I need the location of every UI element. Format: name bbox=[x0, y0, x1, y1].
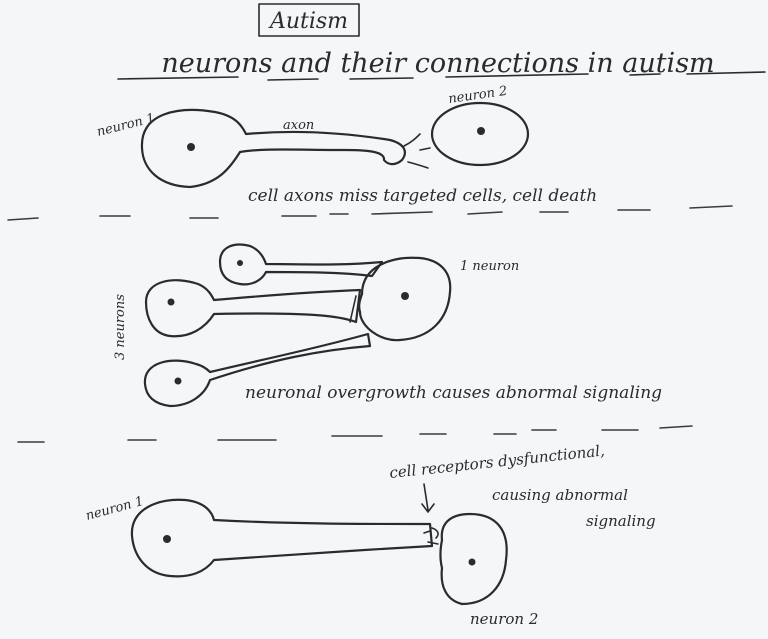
nucleus bbox=[468, 558, 476, 566]
page-title: neurons and their connections in autism bbox=[161, 48, 714, 79]
tag-box bbox=[258, 3, 360, 37]
nucleus bbox=[174, 377, 182, 385]
panel3-caption-line2: causing abnormal bbox=[492, 486, 628, 504]
panel3-neuron2-label: neuron 2 bbox=[470, 610, 538, 628]
title-underlines bbox=[117, 71, 766, 81]
tag-text: Autism bbox=[268, 9, 348, 34]
panel2-neuron-middle bbox=[144, 279, 362, 338]
nucleus bbox=[187, 143, 195, 151]
panel1-axon-label: axon bbox=[283, 118, 314, 133]
divider-1 bbox=[7, 205, 733, 221]
panel2-neuron-bottom bbox=[143, 332, 372, 408]
panel3-neuron2 bbox=[439, 512, 508, 606]
panel1-neuron1 bbox=[140, 108, 406, 189]
panel2-large-neuron bbox=[358, 256, 452, 342]
panel2-neuron-top bbox=[218, 243, 384, 286]
panel2-single-label: 1 neuron bbox=[460, 259, 519, 274]
panel2-caption: neuronal overgrowth causes abnormal sign… bbox=[245, 383, 662, 403]
nucleus bbox=[237, 260, 243, 266]
nucleus bbox=[167, 298, 175, 306]
panel1-axon-miss-marks bbox=[403, 133, 431, 169]
panel3-caption-line1: cell receptors dysfunctional, bbox=[389, 441, 606, 482]
nucleus bbox=[163, 535, 171, 543]
panel2-group-label: 3 neurons bbox=[113, 294, 128, 360]
panel3-caption-line3: signaling bbox=[586, 512, 656, 530]
panel3-neuron1 bbox=[130, 498, 434, 578]
panel3-receptor-marks bbox=[423, 527, 439, 545]
nucleus bbox=[477, 127, 485, 135]
nucleus bbox=[401, 292, 409, 300]
panel1-neuron2 bbox=[430, 101, 530, 167]
panel1-neuron1-label: neuron 1 bbox=[95, 111, 156, 140]
divider-2 bbox=[17, 425, 693, 443]
panel1-caption: cell axons miss targeted cells, cell dea… bbox=[248, 186, 597, 206]
receptor-pointer-arrow bbox=[421, 483, 435, 513]
